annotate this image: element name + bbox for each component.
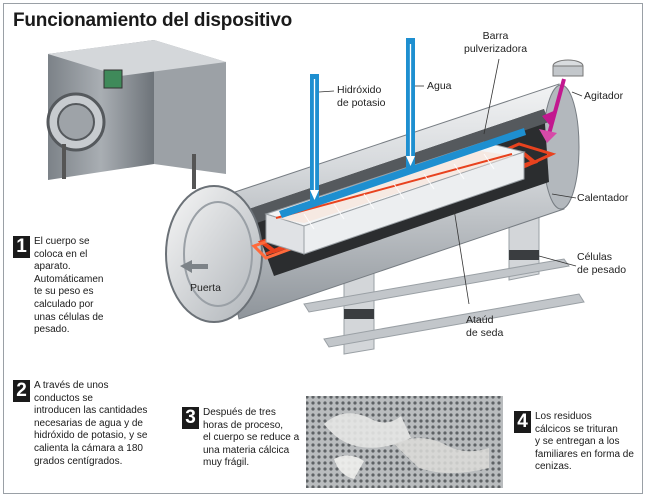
label-agitator: Agitador xyxy=(584,90,624,102)
label-silk-coffin: Ataúd de seda xyxy=(466,314,504,339)
label-weighing-cells: Células de pesado xyxy=(577,251,627,276)
door-handle-icon xyxy=(180,260,208,273)
label-heater: Calentador xyxy=(577,192,629,204)
step-number: 3 xyxy=(182,407,199,429)
residue-photo xyxy=(306,396,503,488)
device-illustration xyxy=(46,38,585,488)
label-water: Agua xyxy=(427,80,452,92)
label-spray-bar: Barra pulverizadora xyxy=(464,30,528,55)
step-3: 3 Después de tres horas de proceso, el c… xyxy=(182,407,304,470)
door xyxy=(165,185,263,323)
weighing-cell xyxy=(509,250,539,260)
arrow-down-icon xyxy=(310,190,319,200)
spray-bar xyxy=(279,128,526,230)
potassium-hydroxide-pipe xyxy=(310,74,319,202)
step-4: 4 Los residuos cálcicos se trituran y se… xyxy=(514,411,639,474)
diagram-frame: Funcionamiento del dispositivo Hidróxido… xyxy=(3,3,643,494)
step-text: El cuerpo se coloca en el aparato. Autom… xyxy=(34,236,104,336)
step-1: 1 El cuerpo se coloca en el aparato. Aut… xyxy=(13,236,131,337)
leader-lines xyxy=(318,58,583,305)
label-door: Puerta xyxy=(190,282,221,294)
water-pipe xyxy=(406,38,415,172)
arrow-down-icon xyxy=(406,156,415,166)
step-text: Después de tres horas de proceso, el cue… xyxy=(203,407,300,469)
step-2: 2 A través de unos conductos se introduc… xyxy=(13,380,178,468)
step-number: 4 xyxy=(514,411,531,433)
step-number: 1 xyxy=(13,236,30,258)
label-potassium-hydroxide: Hidróxido de potasio xyxy=(337,84,386,109)
weighing-cell xyxy=(344,309,374,319)
step-text: A través de unos conductos se introducen… xyxy=(34,380,148,467)
step-text: Los residuos cálcicos se trituran y se e… xyxy=(535,411,634,473)
silk-coffin xyxy=(264,141,526,255)
agitator xyxy=(539,59,584,143)
page-title: Funcionamiento del dispositivo xyxy=(13,10,293,31)
support-frame xyxy=(303,203,585,355)
step-number: 2 xyxy=(13,380,30,402)
machine-photo xyxy=(46,40,226,189)
